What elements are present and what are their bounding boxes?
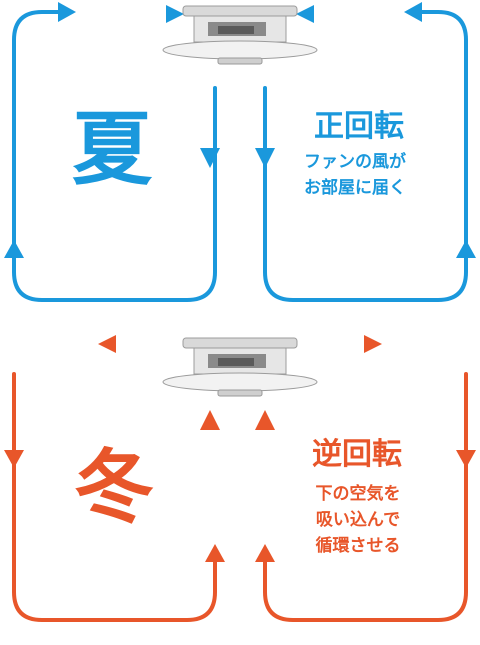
- winter-up-arrowhead-left: [200, 410, 220, 430]
- winter-up-arrowhead-right: [255, 410, 275, 430]
- winter-ceiling-fan: [162, 337, 318, 397]
- winter-right-arrowhead-down: [456, 450, 476, 468]
- summer-airflow-diagram: [4, 2, 476, 302]
- summer-left-arrowhead-up: [4, 240, 24, 258]
- summer-left-loop-arrow: [12, 10, 217, 302]
- summer-right-arrowhead-top: [404, 2, 422, 22]
- winter-desc-line3: 循環させる: [315, 536, 401, 556]
- winter-left-loop-arrow: [12, 372, 217, 622]
- winter-panel: 冬 逆回転 下の空気を 吸い込んで 循環させる: [0, 322, 480, 645]
- winter-left-arrowhead-down: [4, 450, 24, 468]
- summer-right-loop-arrow: [263, 10, 468, 302]
- summer-down-arrowhead-left: [200, 148, 220, 168]
- summer-down-arrowhead-right: [255, 148, 275, 168]
- summer-desc-line2: お部屋に届く: [304, 178, 406, 198]
- season-label-winter: 冬: [74, 441, 154, 534]
- summer-desc-line1: ファンの風が: [304, 152, 406, 172]
- winter-right-loop-arrow: [263, 372, 468, 622]
- winter-airflow-diagram: [4, 335, 476, 622]
- mode-label-reverse: 逆回転: [312, 437, 402, 472]
- season-label-summer: 夏: [72, 103, 152, 196]
- summer-right-arrowhead-up: [456, 240, 476, 258]
- summer-left-arrowhead-top: [58, 2, 76, 22]
- winter-desc-line1: 下の空気を: [315, 484, 401, 504]
- mode-label-forward: 正回転: [314, 109, 404, 144]
- summer-panel: 夏 正回転 ファンの風が お部屋に届く: [0, 0, 480, 322]
- winter-desc-line2: 吸い込んで: [315, 510, 401, 530]
- summer-ceiling-fan: [162, 5, 318, 65]
